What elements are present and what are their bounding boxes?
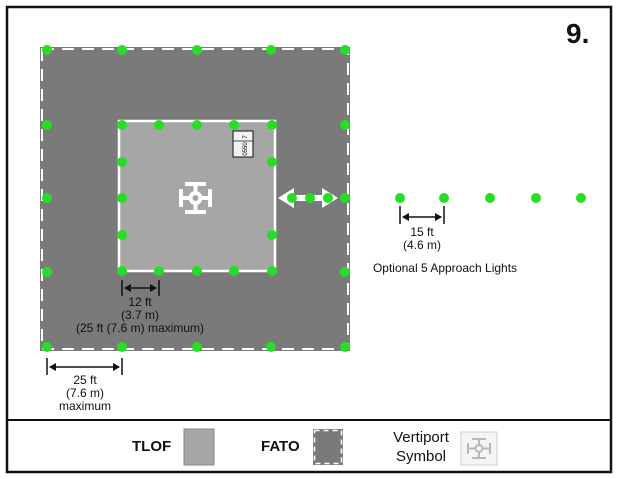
fato-light (340, 342, 350, 352)
approach-light (395, 193, 405, 203)
tlof-light (117, 266, 127, 276)
approach-light (439, 193, 449, 203)
tlof-light (192, 120, 202, 130)
fato-light (42, 193, 52, 203)
approach-spacing-m: (4.6 m) (402, 238, 441, 252)
legend-vertiport-line2: Symbol (395, 448, 447, 465)
legend-fato-label: FATO (261, 438, 300, 455)
approach-light (531, 193, 541, 203)
legend-vertiport-line1: Vertiport (393, 429, 449, 446)
tlof-light (229, 266, 239, 276)
legend-fato-swatch-border (313, 429, 343, 465)
fato-spacing-max: maximum (58, 399, 111, 413)
light-spacing-m: (3.7 m) (120, 308, 159, 322)
dimension-fato-spacing (46, 358, 123, 375)
fato-light (42, 45, 52, 55)
tlof-light (154, 266, 164, 276)
fato-dashed-border (41, 48, 349, 350)
fato-light (42, 267, 52, 277)
figure-number: 9. (566, 18, 590, 49)
legend-tlof-swatch (183, 428, 215, 466)
light-spacing-max: (25 ft (7.6 m) maximum) (75, 321, 204, 335)
approach-light (485, 193, 495, 203)
approach-spacing-ft: 15 ft (410, 225, 434, 239)
fato-light (192, 45, 202, 55)
legend-tlof-label: TLOF (132, 438, 172, 455)
dimension-approach-spacing (399, 206, 445, 224)
arrow-light (323, 193, 333, 203)
lights (42, 45, 586, 352)
vertiport-symbol-icon (179, 182, 212, 214)
tlof-light (192, 266, 202, 276)
arrow-light (287, 193, 297, 203)
light-spacing-label: 12 ft (3.7 m) (25 ft (7.6 m) maximum) (60, 296, 220, 335)
pad-number-1: 7 (243, 135, 249, 139)
fato-spacing-label: 25 ft (7.6 m) maximum (35, 374, 135, 413)
tlof-light (117, 120, 127, 130)
arrow-light (305, 193, 315, 203)
tlof-light (267, 230, 277, 240)
fato-light (266, 45, 276, 55)
fato-light (192, 342, 202, 352)
fato-spacing-m: (7.6 m) (65, 386, 104, 400)
fato-light (117, 342, 127, 352)
legend-fato-swatch (313, 429, 343, 465)
fato-light (340, 267, 350, 277)
fato-light (340, 193, 350, 203)
tlof-light (117, 157, 127, 167)
fato-light (42, 120, 52, 130)
fato-light (117, 45, 127, 55)
tlof-light (154, 120, 164, 130)
tlof-light (229, 120, 239, 130)
legend-vertiport-label: Vertiport Symbol (385, 428, 457, 466)
light-spacing-ft: 12 ft (128, 295, 152, 309)
fato-spacing-ft: 25 ft (73, 373, 97, 387)
fato-light (340, 120, 350, 130)
legend-vertiport-symbol-icon (460, 431, 498, 466)
dimension-light-spacing (121, 280, 160, 296)
pad-number-2: 0550 (243, 142, 249, 156)
tlof-light (267, 266, 277, 276)
tlof-light (117, 193, 127, 203)
approach-light (576, 193, 586, 203)
tlof-light (117, 230, 127, 240)
fato-light (340, 45, 350, 55)
pad-number-box: 7 0550 (232, 130, 254, 158)
tlof-light (267, 120, 277, 130)
tlof-light (267, 157, 277, 167)
approach-spacing-label: 15 ft (4.6 m) (372, 226, 472, 252)
fato-light (266, 342, 276, 352)
fato-light (42, 342, 52, 352)
approach-caption: Optional 5 Approach Lights (372, 261, 518, 275)
